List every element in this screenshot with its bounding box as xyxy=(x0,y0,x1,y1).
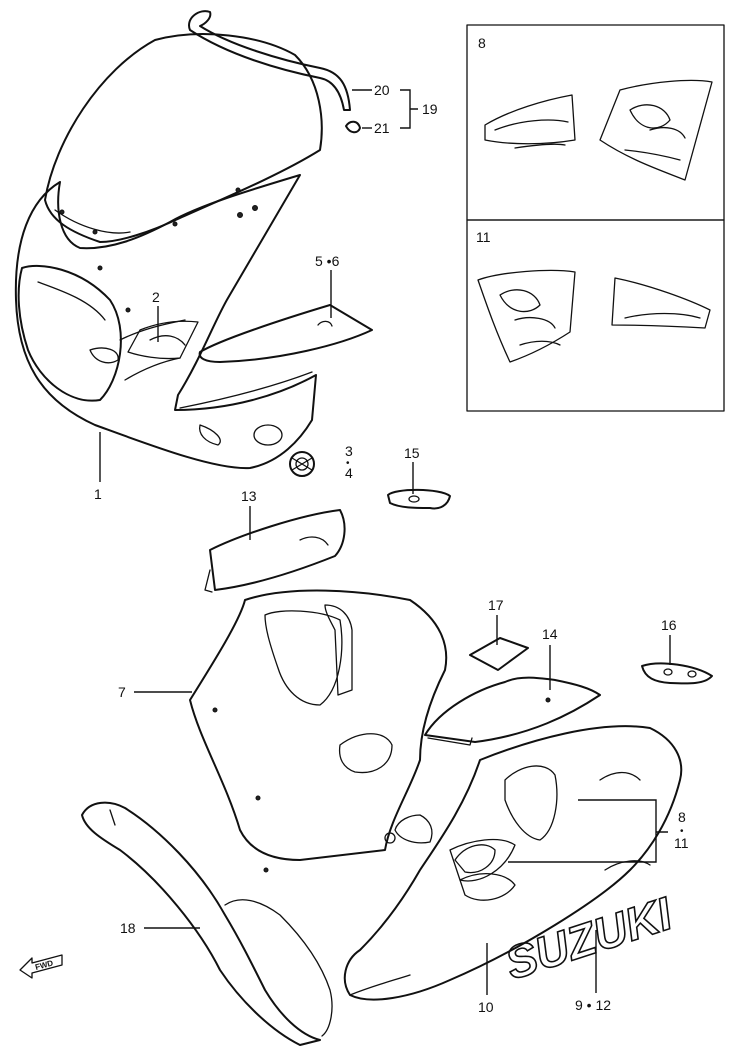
callout-20: 20 xyxy=(374,82,390,98)
callout-18: 18 xyxy=(120,920,136,936)
callout-19: 19 xyxy=(422,101,438,117)
moulding-part-20[interactable] xyxy=(188,10,351,111)
callout-2: 2 xyxy=(152,289,160,305)
callout-5-6: 5 •6 xyxy=(315,253,340,269)
cover-part-13[interactable] xyxy=(204,509,346,593)
callout-4: 4 xyxy=(345,465,353,481)
pad-part-17[interactable] xyxy=(469,637,529,671)
r-gsx-decal-side[interactable] xyxy=(454,844,516,901)
callout-14: 14 xyxy=(542,626,558,642)
panel-part-14[interactable] xyxy=(424,676,601,746)
clip-part-21[interactable] xyxy=(345,120,361,134)
bracket-part-15[interactable] xyxy=(387,488,451,510)
leader-lines xyxy=(99,89,671,995)
callout-15: 15 xyxy=(404,445,420,461)
callout-8: 8 xyxy=(678,809,686,825)
inset-box-part-11 xyxy=(466,219,725,412)
middle-cowling-part-7[interactable] xyxy=(189,589,448,873)
callout-11-inset: 11 xyxy=(476,229,491,245)
inner-panel-part-5-6[interactable] xyxy=(198,304,373,363)
callout-3: 3 xyxy=(345,443,353,459)
callout-16: 16 xyxy=(661,617,677,633)
callout-8-11-dot: • xyxy=(680,826,684,837)
callout-13: 13 xyxy=(241,488,257,504)
bracket-part-16[interactable] xyxy=(641,662,713,685)
callout-21: 21 xyxy=(374,120,390,136)
callout-10: 10 xyxy=(478,999,494,1015)
callout-8-inset: 8 xyxy=(478,35,486,51)
callout-9-12: 9 • 12 xyxy=(575,997,611,1013)
callout-1: 1 xyxy=(94,486,102,502)
decal-part-2[interactable] xyxy=(127,320,199,360)
lower-cowling-part-18[interactable] xyxy=(81,801,333,1046)
side-cowling-part-10[interactable] xyxy=(343,725,683,1001)
callout-17: 17 xyxy=(488,597,504,613)
upper-cowling-part-1[interactable] xyxy=(14,174,317,470)
windscreen[interactable] xyxy=(44,33,323,243)
fwd-arrow-icon: FWD xyxy=(19,954,63,979)
callout-11: 11 xyxy=(674,835,689,851)
callout-7: 7 xyxy=(118,684,126,700)
callout-3-4-dot: • xyxy=(346,458,350,469)
grommet-part-3-4[interactable] xyxy=(289,451,315,477)
inset-box-part-8 xyxy=(466,24,725,221)
